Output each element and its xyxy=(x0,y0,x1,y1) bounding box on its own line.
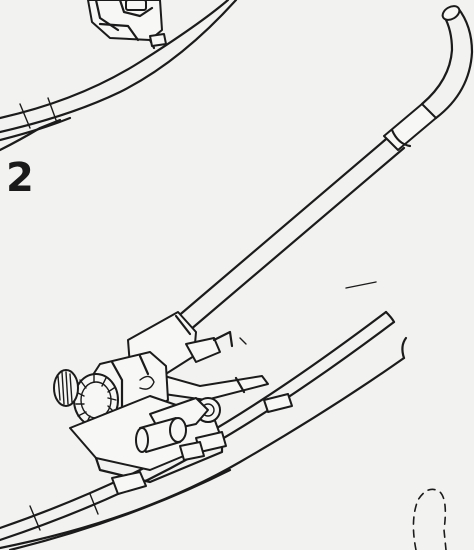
hidden-part-outline xyxy=(412,488,447,550)
step-number: 2 xyxy=(6,155,34,201)
tensioner-body xyxy=(53,311,293,495)
previous-step-strap xyxy=(0,0,238,152)
tensioner-handle xyxy=(174,5,474,332)
strap xyxy=(0,310,408,550)
previous-step-tool-fragment xyxy=(87,0,167,50)
paper-marks xyxy=(239,281,377,345)
